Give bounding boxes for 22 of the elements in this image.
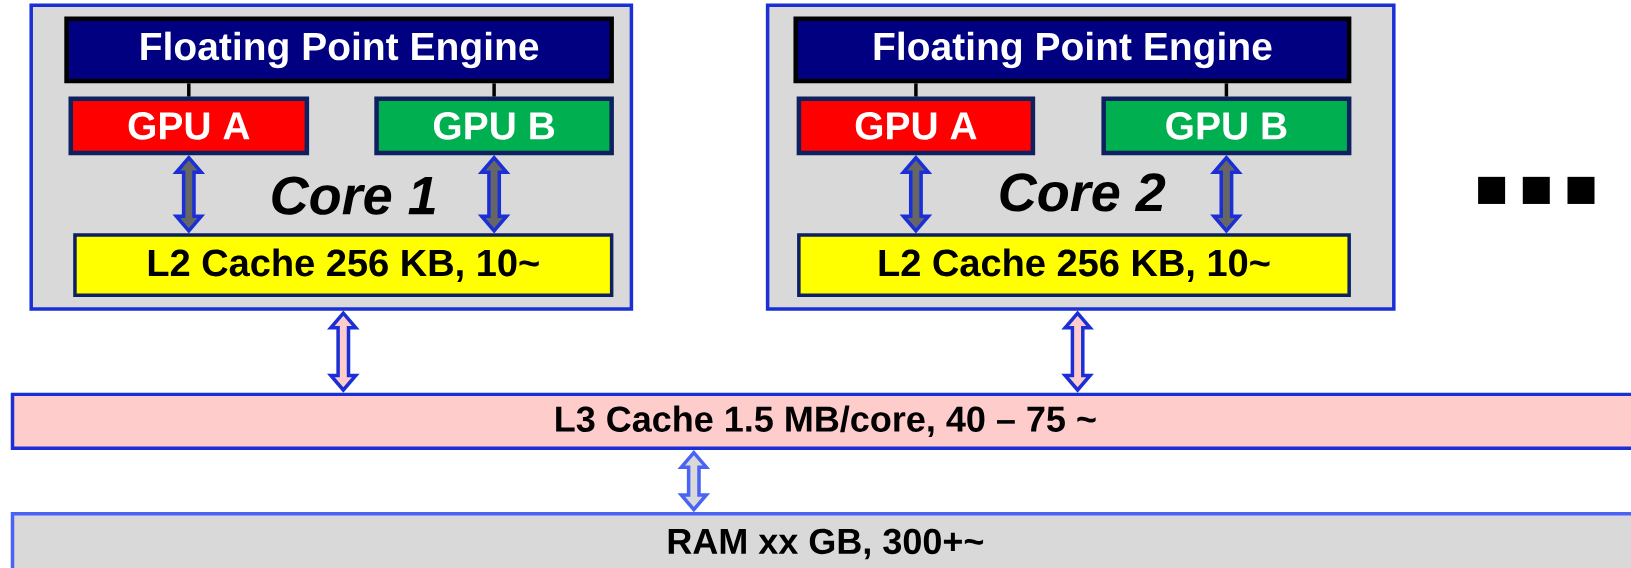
engine-box: Floating Point Engine [64,16,614,84]
memory-bar: RAM xx GB, 300+~ [10,512,1631,568]
connector-line [492,83,496,97]
double-arrow [1210,155,1243,234]
double-arrow [677,449,711,513]
connector-line [187,83,191,97]
connector-line [1224,83,1229,97]
gpu-box: GPU B [374,96,614,156]
gpu-box: GPU B [1101,96,1352,156]
cache-bar: L2 Cache 256 KB, 10~ [73,233,614,298]
double-arrow [477,155,511,234]
connector-line [914,83,918,97]
gpu-box: GPU A [68,96,310,156]
double-arrow [899,155,933,234]
ellipsis-mark: ■ ■ ■ [1478,176,1595,204]
double-arrow [172,155,206,234]
engine-box: Floating Point Engine [793,16,1352,84]
gpu-box: GPU A [796,96,1036,156]
double-arrow [327,310,360,393]
double-arrow [1061,310,1094,393]
cache-bar: L2 Cache 256 KB, 10~ [797,233,1351,298]
cache-bar: L3 Cache 1.5 MB/core, 40 – 75 ~ [10,392,1631,451]
